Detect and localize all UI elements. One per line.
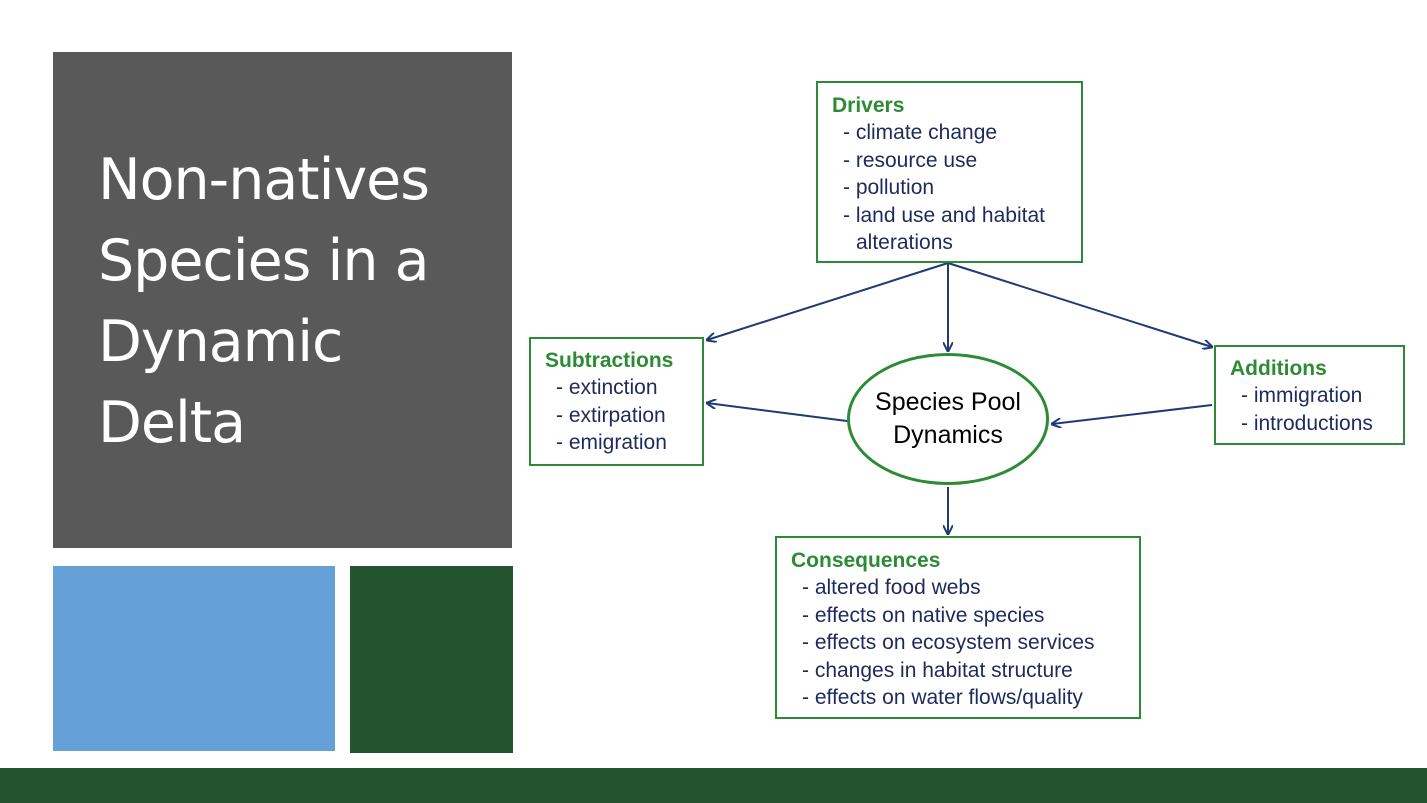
- arrow-drivers-to-additions: [947, 262, 1212, 347]
- subtractions-box: Subtractions - extinction - extirpation …: [529, 337, 704, 466]
- species-pool-ellipse: Species Pool Dynamics: [847, 353, 1049, 485]
- consequences-item: - effects on water flows/quality: [802, 686, 1083, 709]
- title-line-4: Delta: [98, 390, 246, 456]
- title-line-3: Dynamic: [98, 309, 343, 375]
- consequences-box: Consequences - altered food webs - effec…: [775, 536, 1141, 719]
- additions-item: - immigration: [1241, 384, 1363, 407]
- drivers-item: - resource use: [843, 148, 978, 172]
- drivers-item: - land use and habitat: [843, 203, 1045, 227]
- title-line-1: Non-natives: [98, 147, 430, 213]
- slide-title: Non-natives Species in a Dynamic Delta: [98, 140, 498, 464]
- center-label-line-1: Species Pool: [875, 388, 1021, 416]
- drivers-item-continuation: alterations: [856, 231, 953, 254]
- additions-box: Additions - immigration - introductions: [1214, 345, 1405, 445]
- drivers-item: - climate change: [843, 121, 998, 144]
- title-line-2: Species in a: [98, 228, 430, 294]
- subtractions-item: - extinction: [556, 376, 658, 399]
- consequences-item: - altered food webs: [802, 576, 981, 599]
- decorative-green-block: [350, 566, 513, 753]
- subtractions-heading: Subtractions: [545, 349, 674, 372]
- drivers-item: - pollution: [843, 176, 935, 199]
- consequences-item: - effects on native species: [802, 603, 1045, 627]
- subtractions-item: - extirpation: [556, 403, 666, 427]
- consequences-item: - changes in habitat structure: [802, 658, 1073, 682]
- consequences-heading: Consequences: [791, 549, 941, 572]
- decorative-blue-block: [53, 566, 335, 751]
- title-panel: Non-natives Species in a Dynamic Delta: [53, 52, 512, 548]
- subtractions-item: - emigration: [556, 431, 667, 454]
- arrow-drivers-to-subtractions: [707, 262, 949, 340]
- bottom-bar: [0, 768, 1427, 803]
- additions-item: - introductions: [1241, 411, 1373, 435]
- additions-heading: Additions: [1230, 357, 1327, 380]
- drivers-box: Drivers - climate change - resource use …: [816, 81, 1083, 263]
- drivers-heading: Drivers: [832, 94, 905, 117]
- center-label-line-2: Dynamics: [893, 421, 1003, 449]
- consequences-item: - effects on ecosystem services: [802, 631, 1095, 654]
- arrow-additions-to-center: [1052, 404, 1213, 424]
- arrow-center-to-subtractions: [707, 403, 848, 422]
